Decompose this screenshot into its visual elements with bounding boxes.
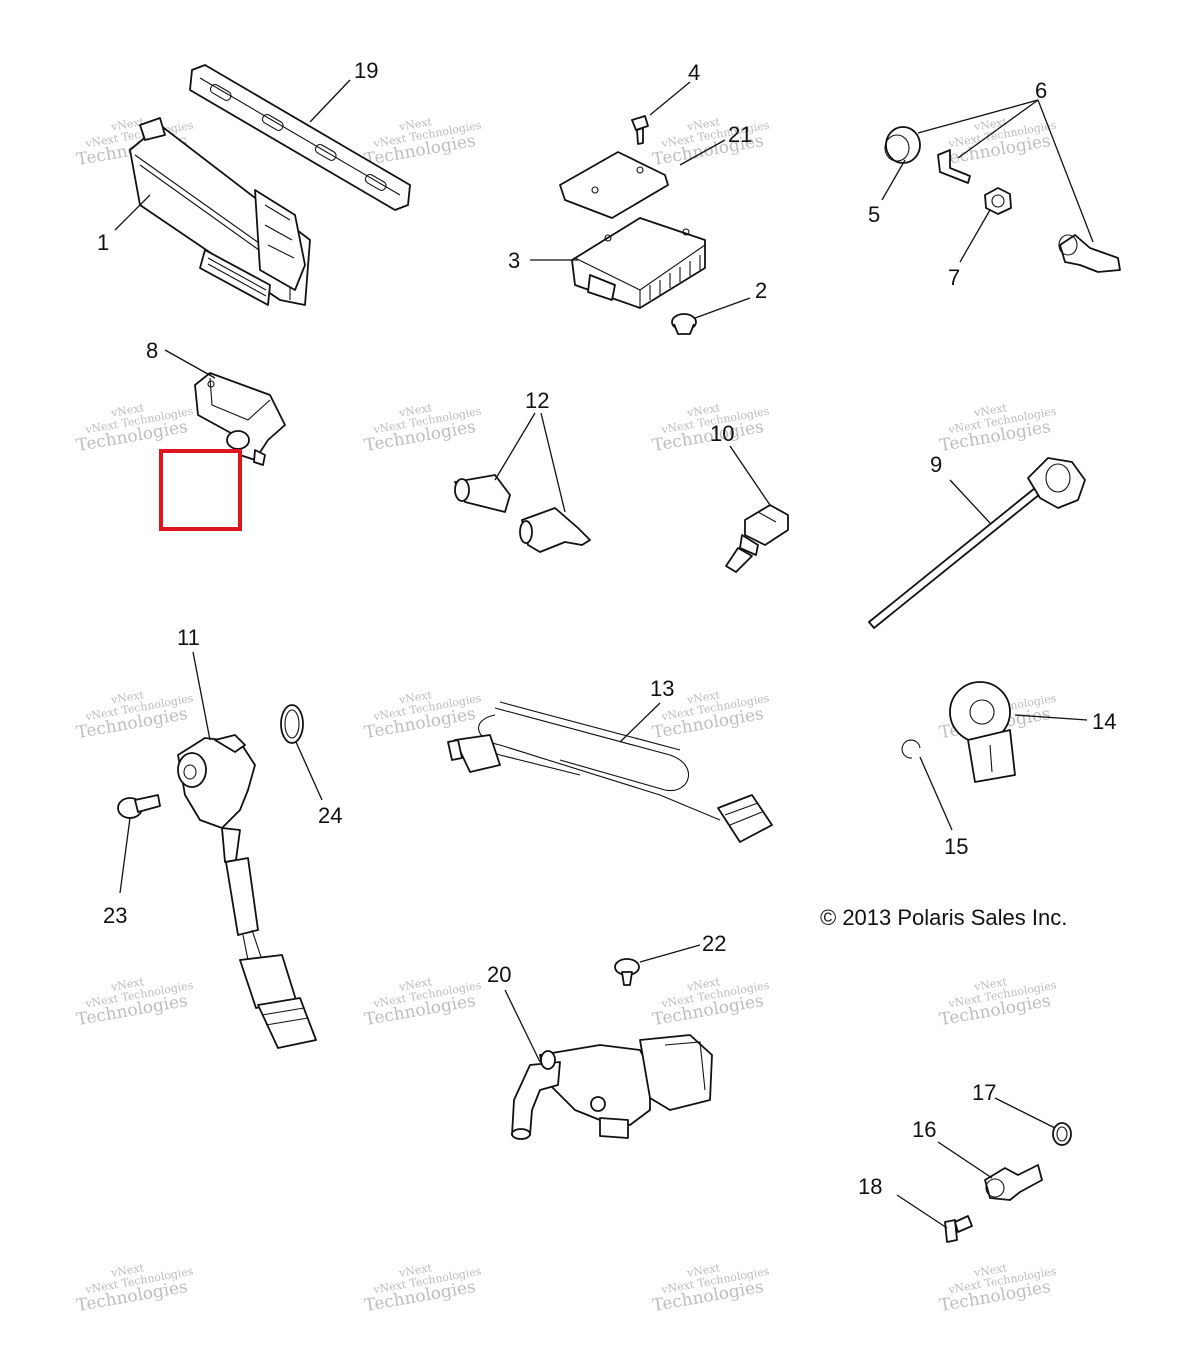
callout-11: 11 — [177, 625, 200, 650]
callout-23: 23 — [103, 903, 127, 928]
callout-15: 15 — [944, 834, 968, 859]
part-10-temp-sensor — [725, 504, 789, 573]
callout-1: 1 — [97, 230, 109, 255]
callout-8: 8 — [146, 338, 158, 363]
part-3-module-box — [571, 217, 706, 309]
watermark-mark: vNext — [109, 688, 145, 707]
part-14-knock-sensor — [949, 681, 1016, 783]
part-7-nut — [984, 187, 1012, 215]
callout-12: 12 — [525, 388, 549, 413]
part-2-plug — [671, 313, 697, 335]
watermark-mark: vNext — [972, 975, 1008, 994]
part-20-valve-body — [511, 1034, 713, 1140]
watermark-mark: vNext — [685, 1261, 721, 1280]
watermark-mark: vNext — [972, 115, 1008, 134]
callout-20: 20 — [487, 962, 511, 987]
part-1-ecu — [129, 117, 311, 306]
part-19-bracket — [189, 64, 411, 211]
callout-24: 24 — [318, 803, 342, 828]
part-5-cap — [884, 126, 921, 164]
callout-19: 19 — [354, 58, 378, 83]
watermark-mark: vNext — [972, 1261, 1008, 1280]
callout-6: 6 — [1035, 78, 1047, 103]
watermark-mark: vNext — [109, 975, 145, 994]
part-21-cover-plate — [559, 151, 669, 219]
part-17-washer — [1052, 1122, 1072, 1146]
watermark-mark: vNext — [109, 1261, 145, 1280]
part-13-harness — [447, 701, 773, 843]
callout-17: 17 — [972, 1080, 996, 1105]
callout-16: 16 — [912, 1117, 936, 1142]
watermark-mark: vNext — [109, 115, 145, 134]
callout-numbers: 19 1 4 21 3 2 6 5 7 8 12 10 9 11 24 23 1… — [97, 58, 1116, 1199]
part-8-map-sensor — [194, 372, 286, 466]
callout-18: 18 — [858, 1174, 882, 1199]
callout-4: 4 — [688, 60, 700, 85]
highlight-box — [159, 449, 242, 531]
part-15-clip — [901, 739, 921, 759]
callout-5: 5 — [868, 202, 880, 227]
copyright-notice: © 2013 Polaris Sales Inc. — [820, 905, 1067, 930]
watermark-mark: vNext — [685, 401, 721, 420]
watermark-mark: vNext — [972, 401, 1008, 420]
part-6-clip — [937, 149, 971, 184]
callout-14: 14 — [1092, 709, 1116, 734]
watermark-mark: vNext — [685, 975, 721, 994]
callout-21: 21 — [728, 122, 752, 147]
part-12-connectors — [454, 474, 591, 553]
part-6-sensor — [1058, 234, 1121, 273]
watermark-mark: vNext — [685, 688, 721, 707]
part-18-bolt — [944, 1215, 973, 1243]
watermark-mark: vNext — [397, 115, 433, 134]
part-9-sensor-rod — [868, 457, 1086, 629]
part-11-tps-harness — [177, 734, 317, 1049]
callout-10: 10 — [710, 421, 734, 446]
part-22-screw — [614, 958, 640, 986]
leader-lines — [114, 79, 1094, 1229]
watermark-mark: vNext — [685, 115, 721, 134]
callout-7: 7 — [948, 265, 960, 290]
callout-3: 3 — [508, 248, 520, 273]
watermark-mark: vNext — [109, 401, 145, 420]
part-4-screw — [631, 115, 649, 145]
watermark-mark: vNext — [397, 975, 433, 994]
part-23-bolt — [117, 794, 161, 819]
part-24-o-ring — [280, 704, 304, 744]
watermark-mark: vNext — [397, 688, 433, 707]
callout-13: 13 — [650, 676, 674, 701]
watermark-mark: vNext — [397, 401, 433, 420]
callout-22: 22 — [702, 931, 726, 956]
part-16-elbow-sensor — [984, 1164, 1043, 1201]
callout-2: 2 — [755, 278, 767, 303]
callout-9: 9 — [930, 452, 942, 477]
watermark-mark: vNext — [397, 1261, 433, 1280]
